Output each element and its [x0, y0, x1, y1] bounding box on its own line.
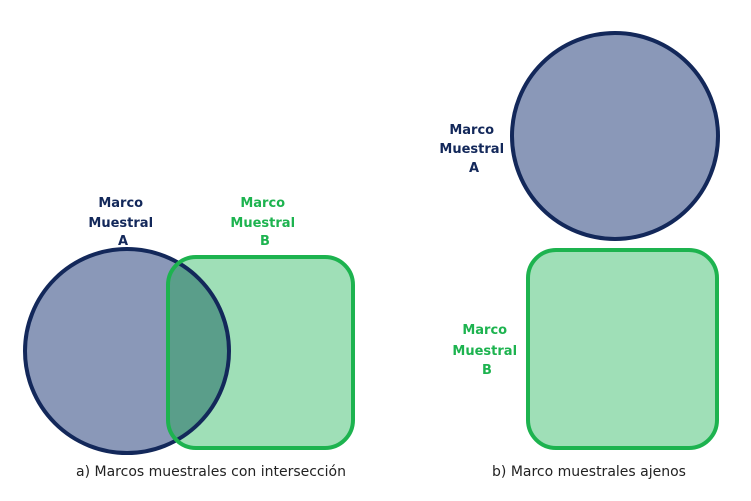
panel-b-label-a-line2: Muestral [439, 142, 504, 157]
panel-b-frame-a-circle [510, 31, 720, 241]
panel-b-label-a-line1: Marco [449, 123, 494, 138]
panel-b-frame-b-square [526, 248, 719, 450]
panel-a-label-b: Marco Muestral B [230, 196, 299, 249]
panel-a-label-a-line3: A [118, 234, 128, 249]
panel-b-label-a: Marco Muestral A [439, 123, 508, 176]
panel-a-label-a: Marco Muestral A [88, 196, 157, 249]
panel-a-label-b-line2: Muestral [230, 216, 295, 231]
panel-b-label-b: Marco Muestral B [452, 323, 521, 378]
panel-a: Marco Muestral A Marco Muestral B a) Mar… [23, 196, 355, 480]
panel-b-caption: b) Marco muestrales ajenos [492, 464, 686, 480]
panel-a-frame-a-outline [23, 247, 231, 455]
panel-b-label-b-line2: Muestral [452, 344, 517, 359]
panel-a-label-b-line1: Marco [240, 196, 285, 211]
panel-b-label-b-line3: B [482, 363, 492, 378]
panel-b-label-b-line1: Marco [462, 323, 507, 338]
panel-a-label-b-line3: B [260, 234, 270, 249]
panel-a-label-a-line1: Marco [98, 196, 143, 211]
panel-a-intersection [168, 257, 229, 448]
panel-b-label-a-line3: A [469, 161, 479, 176]
panel-b: Marco Muestral A Marco Muestral B b) Mar… [439, 31, 720, 480]
panel-a-label-a-line2: Muestral [88, 216, 153, 231]
panel-a-caption: a) Marcos muestrales con intersección [76, 464, 346, 480]
panel-a-frame-b-outline [166, 255, 355, 450]
